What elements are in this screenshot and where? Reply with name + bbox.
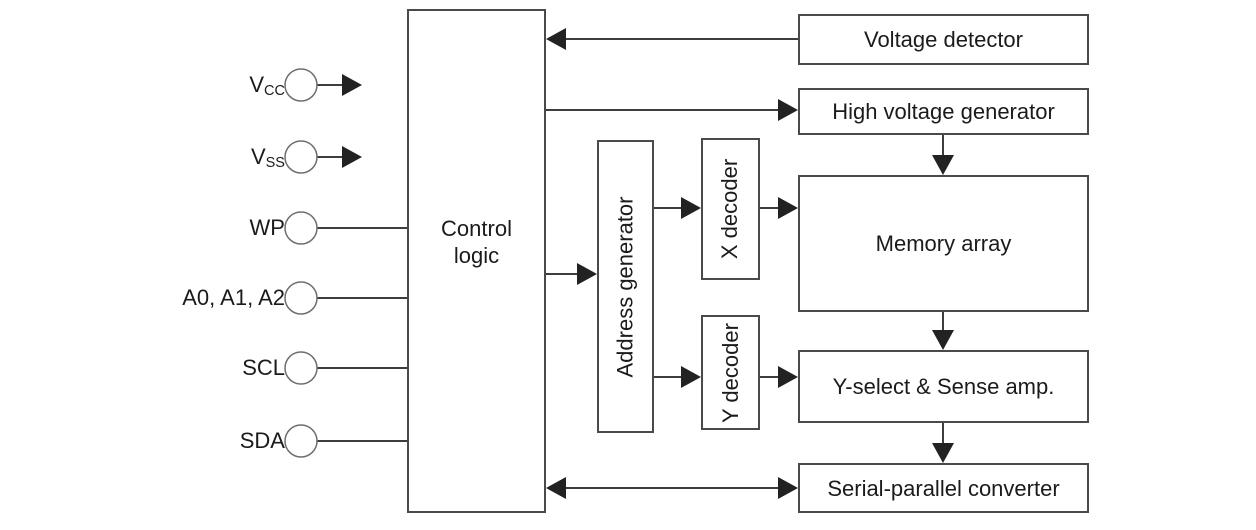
block-memory-array-label: Memory array — [875, 231, 1012, 256]
control-logic-label-line2: logic — [453, 243, 500, 268]
vss-subscript: SS — [265, 155, 285, 172]
sda-pin-circle — [284, 424, 318, 458]
block-voltage-detector: Voltage detector — [798, 14, 1089, 65]
control-logic-label-line1: Control — [441, 216, 512, 241]
block-y-decoder-label: Y decoder — [717, 322, 743, 423]
block-control-logic-label: Control logic — [441, 215, 512, 269]
block-control-logic: Control logic — [407, 9, 546, 513]
a0a1a2-pin-circle — [284, 281, 318, 315]
block-y-select-sense-amp-label: Y-select & Sense amp. — [832, 374, 1055, 399]
block-x-decoder: X decoder — [701, 138, 760, 280]
block-high-voltage-generator: High voltage generator — [798, 88, 1089, 135]
pin-label-wp: WP — [249, 215, 285, 240]
arrowhead-into-control-from-voltage-detector — [546, 28, 566, 50]
arrowhead-into-y-select-from-memory — [932, 330, 954, 350]
arrowhead-into-x-decoder — [681, 197, 701, 219]
block-memory-array: Memory array — [798, 175, 1089, 312]
vss-pin-circle — [284, 140, 318, 174]
scl-pin-circle — [284, 351, 318, 385]
block-x-decoder-label: X decoder — [717, 158, 743, 260]
arrowhead-into-y-select-from-y-decoder — [778, 366, 798, 388]
pin-label-vcc: VCC — [120, 70, 285, 100]
vss-base: V — [250, 144, 266, 169]
arrowhead-into-control-from-serial-parallel — [546, 477, 566, 499]
block-y-decoder: Y decoder — [701, 315, 760, 430]
arrowhead-into-address-generator — [577, 263, 597, 285]
arrowhead-into-hv-generator — [778, 99, 798, 121]
pin-label-vss: VSS — [120, 142, 285, 172]
block-serial-parallel-converter: Serial-parallel converter — [798, 463, 1089, 513]
block-voltage-detector-label: Voltage detector — [863, 27, 1023, 52]
block-high-voltage-generator-label: High voltage generator — [832, 99, 1055, 124]
arrowhead-into-memory-from-hv-generator — [932, 155, 954, 175]
pin-label-sda: SDA — [239, 428, 285, 453]
arrowhead-into-y-decoder — [681, 366, 701, 388]
pin-label-a0a1a2: A0, A1, A2 — [182, 285, 285, 310]
arrowhead-into-memory-from-x-decoder — [778, 197, 798, 219]
arrowhead-into-serial-parallel — [932, 443, 954, 463]
vcc-subscript: CC — [264, 83, 285, 100]
block-serial-parallel-converter-label: Serial-parallel converter — [827, 475, 1060, 501]
vcc-pin-circle — [284, 68, 318, 102]
wp-pin-circle — [284, 211, 318, 245]
block-address-generator: Address generator — [597, 140, 654, 433]
block-address-generator-label: Address generator — [612, 196, 638, 377]
block-y-select-sense-amp: Y-select & Sense amp. — [798, 350, 1089, 423]
arrowhead-into-serial-parallel-from-control — [778, 477, 798, 499]
pin-label-scl: SCL — [242, 355, 285, 380]
vcc-arrowhead — [342, 74, 362, 96]
vcc-base: V — [249, 72, 265, 97]
vss-arrowhead — [342, 146, 362, 168]
